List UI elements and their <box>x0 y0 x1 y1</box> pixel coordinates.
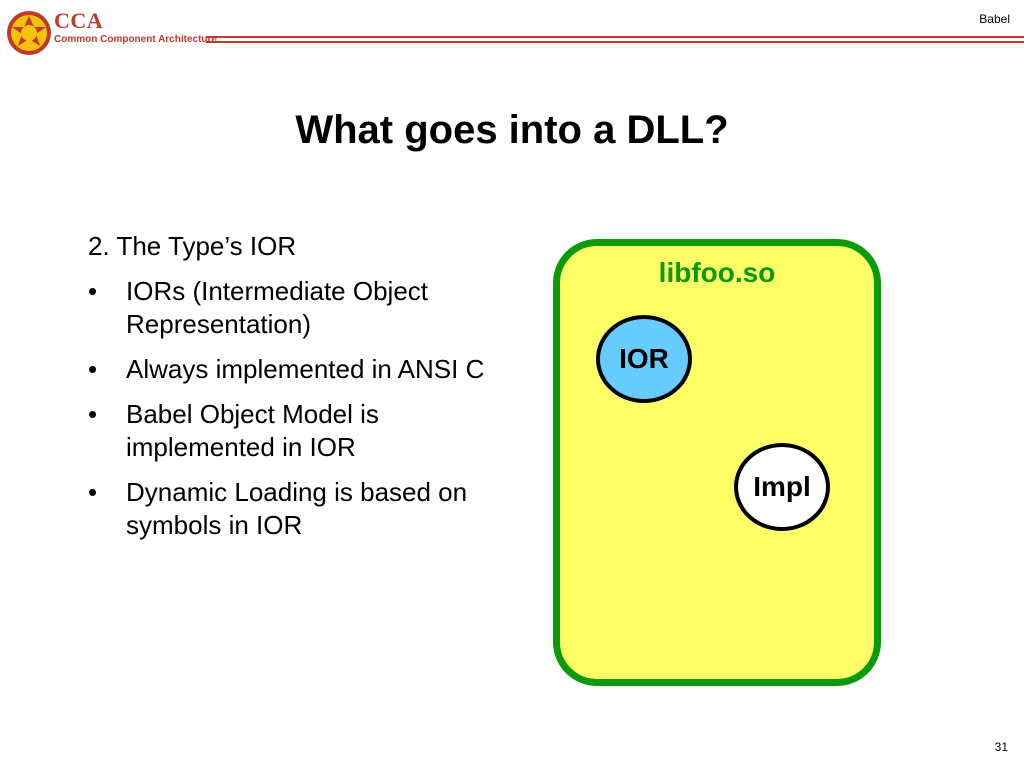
header-rule <box>206 36 1024 44</box>
bullet-text: Always implemented in ANSI C <box>126 354 485 384</box>
ior-node: IOR <box>596 315 692 403</box>
slide-body: 2. The Type’s IOR • IORs (Intermediate O… <box>88 230 508 554</box>
cca-logo-icon <box>7 11 51 55</box>
slide-title: What goes into a DLL? <box>295 108 729 152</box>
intro-text: 2. The Type’s IOR <box>88 231 297 261</box>
bullet-item: • Always implemented in ANSI C <box>88 353 508 386</box>
bullet-text: IORs (Intermediate Object Representation… <box>126 276 428 339</box>
impl-node: Impl <box>734 443 830 531</box>
bullet-icon: • <box>88 276 98 306</box>
bullet-text: Babel Object Model is implemented in IOR <box>126 399 379 462</box>
bullet-item: • Babel Object Model is implemented in I… <box>88 398 508 464</box>
logo-text: CCA Common Component Architecture <box>54 10 217 46</box>
library-label: libfoo.so <box>658 257 776 288</box>
bullet-item: • IORs (Intermediate Object Representati… <box>88 275 508 341</box>
bullet-item: • Dynamic Loading is based on symbols in… <box>88 476 508 542</box>
library-container <box>553 239 881 686</box>
bullet-icon: • <box>88 477 98 507</box>
bullet-text: Dynamic Loading is based on symbols in I… <box>126 477 468 540</box>
page-number: 31 <box>994 740 1008 754</box>
logo-title: CCA <box>54 8 104 33</box>
section-label: Babel <box>979 12 1010 26</box>
bullet-icon: • <box>88 399 98 429</box>
logo-subtitle: Common Component Architecture <box>54 34 217 45</box>
bullet-icon: • <box>88 354 98 384</box>
